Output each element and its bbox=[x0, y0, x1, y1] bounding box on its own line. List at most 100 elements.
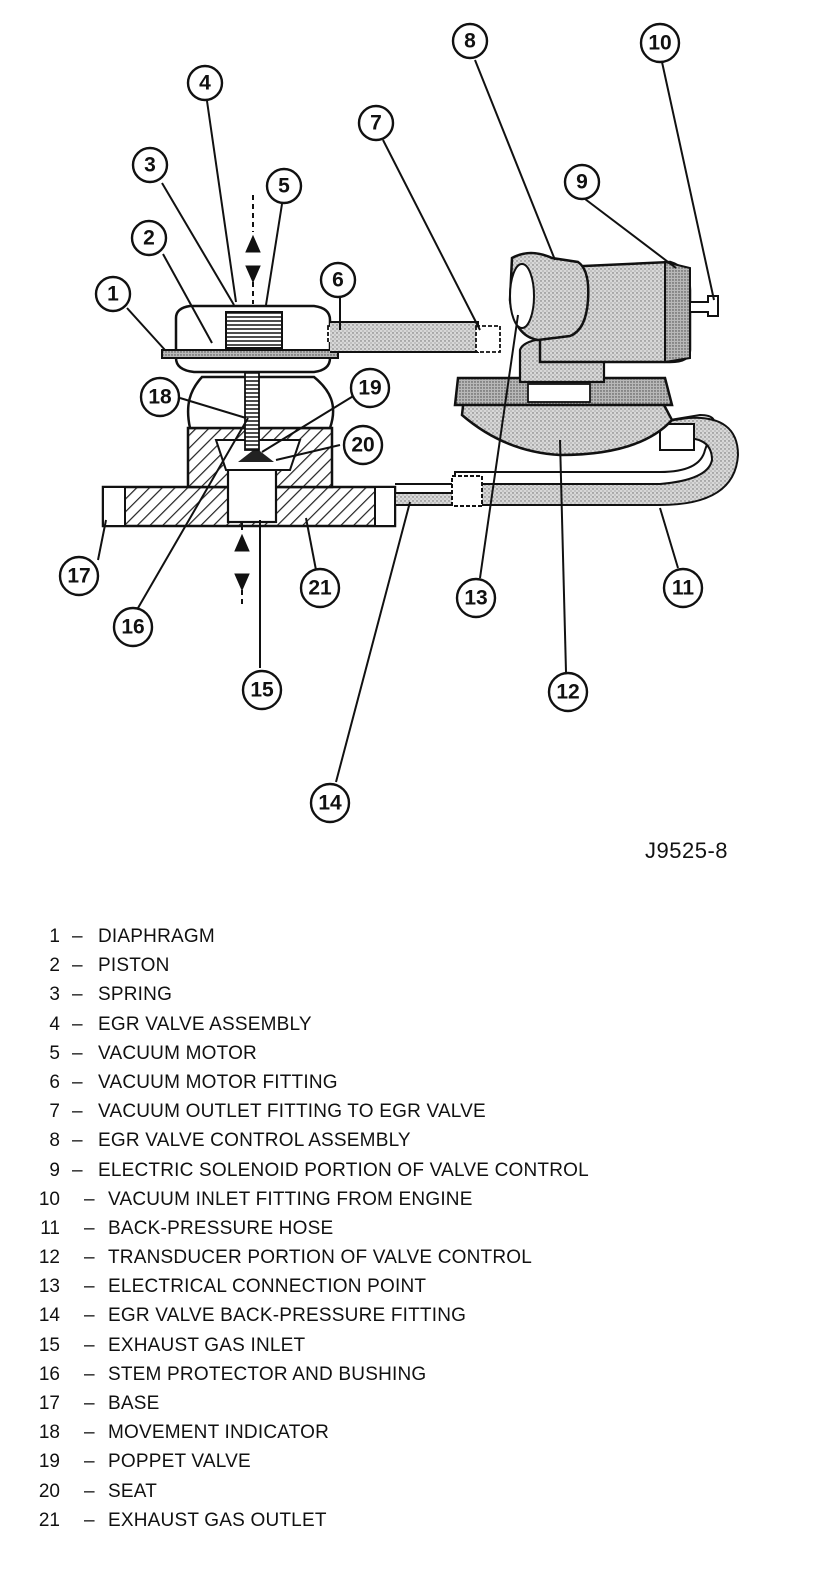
legend-number: 1 bbox=[49, 926, 60, 947]
callout-15: 15 bbox=[241, 669, 283, 711]
legend-description: STEM PROTECTOR AND BUSHING bbox=[108, 1363, 427, 1385]
callout-16: 16 bbox=[112, 606, 154, 648]
callout-label: 9 bbox=[576, 171, 588, 194]
legend-item: 18–MOVEMENT INDICATOR bbox=[0, 1418, 816, 1447]
callout-4: 4 bbox=[186, 64, 224, 102]
legend-description: EGR VALVE CONTROL ASSEMBLY bbox=[98, 1130, 411, 1152]
legend-description: EXHAUST GAS OUTLET bbox=[108, 1509, 327, 1531]
callout-label: 11 bbox=[672, 577, 695, 600]
callout-label: 14 bbox=[318, 792, 342, 815]
legend-description: BACK-PRESSURE HOSE bbox=[108, 1217, 334, 1239]
exhaust-gas-passage bbox=[226, 465, 278, 524]
legend-item: 6–VACUUM MOTOR FITTING bbox=[0, 1068, 816, 1097]
legend-separator: – bbox=[84, 1480, 95, 1502]
legend-number: 18 bbox=[38, 1422, 60, 1444]
legend-separator: – bbox=[84, 1363, 95, 1385]
callout-label: 5 bbox=[278, 175, 290, 198]
legend-separator: – bbox=[84, 1217, 95, 1239]
legend-description: VACUUM MOTOR bbox=[98, 1042, 257, 1064]
legend-description: DIAPHRAGM bbox=[98, 926, 215, 947]
legend-number: 8 bbox=[49, 1130, 60, 1152]
legend-separator: – bbox=[72, 1071, 83, 1093]
back-pressure-fitting-shape bbox=[451, 475, 483, 507]
legend-number: 15 bbox=[38, 1334, 60, 1356]
legend-separator: – bbox=[72, 1101, 83, 1123]
legend-item: 1–DIAPHRAGM bbox=[0, 922, 816, 951]
legend-description: VACUUM MOTOR FITTING bbox=[98, 1071, 338, 1093]
legend-separator: – bbox=[72, 926, 83, 947]
poppet-valve-shape bbox=[238, 448, 274, 462]
hose-end-fitting bbox=[659, 423, 695, 451]
callout-17: 17 bbox=[58, 555, 100, 597]
callout-7: 7 bbox=[357, 104, 395, 142]
legend-separator: – bbox=[84, 1247, 95, 1269]
legend-item: 7–VACUUM OUTLET FITTING TO EGR VALVE bbox=[0, 1097, 816, 1126]
callout-label: 21 bbox=[308, 577, 332, 600]
leader-lines bbox=[97, 59, 715, 783]
legend-item: 19–POPPET VALVE bbox=[0, 1447, 816, 1476]
legend-description: POPPET VALVE bbox=[108, 1451, 251, 1473]
legend-number: 14 bbox=[38, 1305, 60, 1327]
legend-description: EGR VALVE ASSEMBLY bbox=[98, 1013, 312, 1035]
callout-label: 18 bbox=[148, 386, 172, 409]
legend-separator: – bbox=[84, 1393, 95, 1414]
callout-label: 6 bbox=[332, 269, 344, 292]
egr-valve-assembly-drawing bbox=[101, 304, 397, 528]
legend-number: 11 bbox=[40, 1217, 60, 1239]
spring-coil bbox=[225, 311, 283, 349]
transducer-window bbox=[527, 383, 591, 403]
legend-number: 2 bbox=[49, 955, 60, 977]
legend-separator: – bbox=[84, 1188, 95, 1210]
callout-label: 17 bbox=[67, 565, 90, 588]
legend-item: 21–EXHAUST GAS OUTLET bbox=[0, 1506, 816, 1535]
callout-label: 19 bbox=[358, 377, 381, 400]
legend-number: 3 bbox=[49, 984, 60, 1006]
legend-item: 20 –SEAT bbox=[0, 1477, 816, 1506]
legend-description: SEAT bbox=[108, 1480, 158, 1502]
callout-label: 3 bbox=[144, 154, 156, 177]
callout-label: 10 bbox=[648, 32, 671, 55]
legend-description: MOVEMENT INDICATOR bbox=[108, 1422, 330, 1444]
legend-description: TRANSDUCER PORTION OF VALVE CONTROL bbox=[108, 1247, 532, 1269]
legend-item: 13–ELECTRICAL CONNECTION POINT bbox=[0, 1272, 816, 1301]
legend-description: VACUUM OUTLET FITTING TO EGR VALVE bbox=[98, 1101, 486, 1123]
callout-18: 18 bbox=[139, 376, 181, 418]
legend-number: 5 bbox=[49, 1042, 60, 1064]
legend-separator: – bbox=[72, 955, 83, 977]
callout-21: 21 bbox=[299, 567, 341, 609]
back-pressure-hose-body bbox=[394, 416, 740, 506]
legend-number: 7 bbox=[49, 1101, 60, 1123]
legend-item: 9–ELECTRIC SOLENOID PORTION OF VALVE CON… bbox=[0, 1156, 816, 1185]
legend-number: 20 bbox=[38, 1480, 60, 1502]
egr-valve-control-drawing bbox=[453, 251, 719, 457]
callout-label: 15 bbox=[250, 679, 274, 702]
legend-number: 16 bbox=[38, 1363, 60, 1385]
legend-separator: – bbox=[72, 1042, 83, 1064]
callout-label: 8 bbox=[464, 30, 476, 53]
callout-2: 2 bbox=[130, 219, 168, 257]
callout-13: 13 bbox=[455, 577, 497, 619]
legend-description: BASE bbox=[108, 1393, 160, 1414]
callout-12: 12 bbox=[547, 671, 589, 713]
callout-3: 3 bbox=[131, 146, 169, 184]
callout-14: 14 bbox=[309, 782, 351, 824]
flow-arrows bbox=[234, 195, 261, 606]
legend-separator: – bbox=[72, 984, 83, 1006]
callout-11: 11 bbox=[662, 567, 704, 609]
parts-legend: 1–DIAPHRAGM 2–PISTON 3–SPRING 4–EGR VALV… bbox=[0, 922, 816, 1535]
legend-number: 21 bbox=[38, 1509, 60, 1531]
legend-number: 13 bbox=[38, 1276, 60, 1298]
legend-separator: – bbox=[84, 1451, 95, 1473]
legend-separator: – bbox=[84, 1305, 95, 1327]
back-pressure-hose bbox=[395, 413, 716, 485]
legend-description: ELECTRIC SOLENOID PORTION OF VALVE CONTR… bbox=[98, 1159, 589, 1181]
diaphragm-shape bbox=[161, 349, 339, 359]
legend-description: SPRING bbox=[98, 984, 173, 1006]
egr-valve-diagram: 1 2 3 4 5 6 7 8 9 10 11 12 13 14 15 16 1… bbox=[58, 22, 740, 824]
legend-description: EXHAUST GAS INLET bbox=[108, 1334, 306, 1356]
legend-item: 10–VACUUM INLET FITTING FROM ENGINE bbox=[0, 1185, 816, 1214]
callout-label: 13 bbox=[464, 587, 487, 610]
legend-item: 8–EGR VALVE CONTROL ASSEMBLY bbox=[0, 1126, 816, 1155]
figure-id: J9525-8 bbox=[645, 838, 729, 863]
legend-description: VACUUM INLET FITTING FROM ENGINE bbox=[108, 1188, 473, 1210]
